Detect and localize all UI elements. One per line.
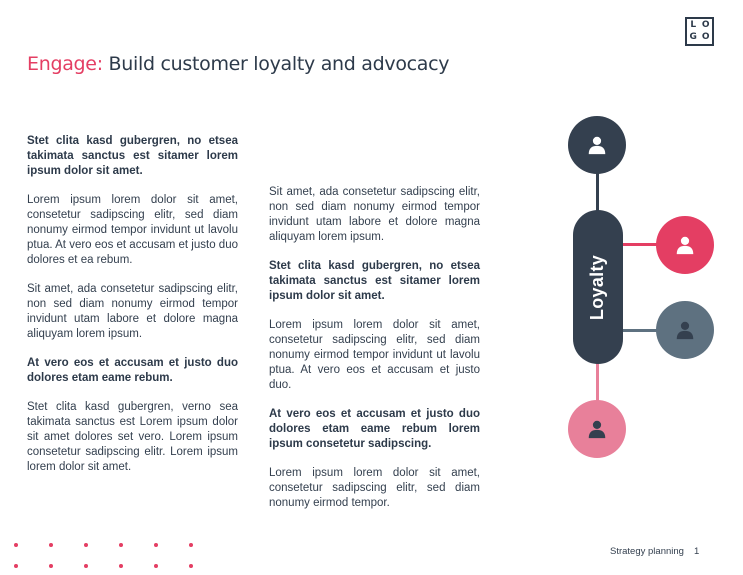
person-icon — [676, 236, 694, 255]
logo-letter: O — [701, 19, 710, 30]
person-icon — [588, 420, 606, 439]
paragraph: Lorem ipsum lorem dolor sit amet, conset… — [269, 319, 480, 391]
title-accent: Engage: — [27, 53, 103, 75]
logo-letter: L — [690, 19, 697, 30]
paragraph: Sit amet, ada consetetur sadipscing elit… — [269, 186, 480, 243]
footer-label: Strategy planning — [610, 546, 684, 557]
connector-bottom — [596, 362, 599, 402]
logo: L O G O — [685, 17, 714, 46]
logo-letter: G — [689, 32, 697, 43]
person-icon — [588, 136, 606, 155]
paragraph: Lorem ipsum lorem dolor sit amet, conset… — [27, 194, 238, 266]
connector-right-upper — [622, 243, 658, 246]
logo-letter: O — [701, 32, 710, 43]
paragraph-bold: Stet clita kasd gubergren, no etsea taki… — [269, 260, 480, 302]
paragraph-bold: At vero eos et accusam et justo duo dolo… — [269, 408, 480, 450]
circle-right-upper — [656, 216, 714, 274]
paragraph: Lorem ipsum lorem dolor sit amet, conset… — [269, 467, 480, 509]
page-title: Engage: Build customer loyalty and advoc… — [27, 53, 450, 75]
loyalty-pill: Loyalty — [573, 210, 623, 364]
connector-top — [596, 170, 599, 212]
paragraph-bold: At vero eos et accusam et justo duo dolo… — [27, 357, 238, 384]
person-icon — [676, 321, 694, 340]
paragraph-bold: Stet clita kasd gubergren, no etsea taki… — [27, 135, 238, 177]
page-number: 1 — [694, 546, 700, 557]
text-column-middle: Sit amet, ada consetetur sadipscing elit… — [269, 185, 480, 525]
loyalty-label: Loyalty — [587, 254, 608, 320]
loyalty-diagram: Loyalty — [540, 110, 740, 470]
circle-top — [568, 116, 626, 174]
paragraph: Stet clita kasd gubergren, verno sea tak… — [27, 401, 238, 473]
circle-right-lower — [656, 301, 714, 359]
paragraph: Sit amet, ada consetetur sadipscing elit… — [27, 283, 238, 340]
footer-dot-pattern — [14, 543, 204, 573]
connector-right-lower — [622, 329, 658, 332]
circle-bottom — [568, 400, 626, 458]
title-text: Build customer loyalty and advocacy — [102, 53, 450, 75]
text-column-left: Stet clita kasd gubergren, no etsea taki… — [27, 134, 238, 489]
